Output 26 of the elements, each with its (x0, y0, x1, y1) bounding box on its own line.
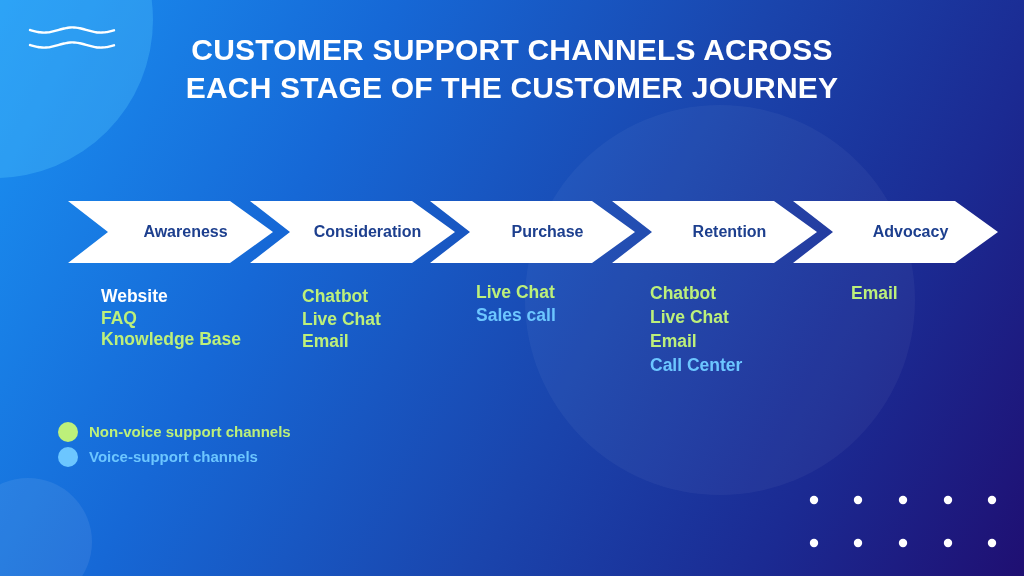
stage-label: Awareness (142, 223, 229, 241)
stage-label: Purchase (510, 223, 585, 241)
channel-label: Chatbot (650, 282, 717, 305)
channel-label: Call Center (650, 354, 743, 377)
chevron-step (793, 201, 998, 263)
chevron-step (430, 201, 635, 263)
channel-label: FAQ (101, 307, 137, 329)
channel-label: Email (302, 330, 349, 353)
channel-label: Email (851, 282, 898, 305)
title: CUSTOMER SUPPORT CHANNELS ACROSS EACH STAGE OF THE CUSTOMER JOURNEY (184, 32, 840, 106)
channel-label: Website (101, 286, 168, 308)
chevron-step (250, 201, 455, 263)
chevron-step (68, 201, 273, 263)
stage-label: Advocacy (871, 223, 950, 241)
channel-label: Live Chat (302, 307, 381, 330)
channel-label: Knowledge Base (101, 329, 242, 351)
legend-label: Non-voice support channels (89, 423, 291, 440)
channel-label: Live Chat (650, 306, 729, 329)
stage-label: Consideration (312, 223, 423, 241)
channel-label: Live Chat (476, 281, 555, 304)
channel-label: Chatbot (302, 285, 369, 308)
stage-label: Retention (691, 223, 768, 241)
chevron-step (612, 201, 817, 263)
legend-label: Voice-support channels (89, 448, 258, 465)
channel-label: Sales call (476, 304, 556, 327)
channel-label: Email (650, 330, 697, 353)
